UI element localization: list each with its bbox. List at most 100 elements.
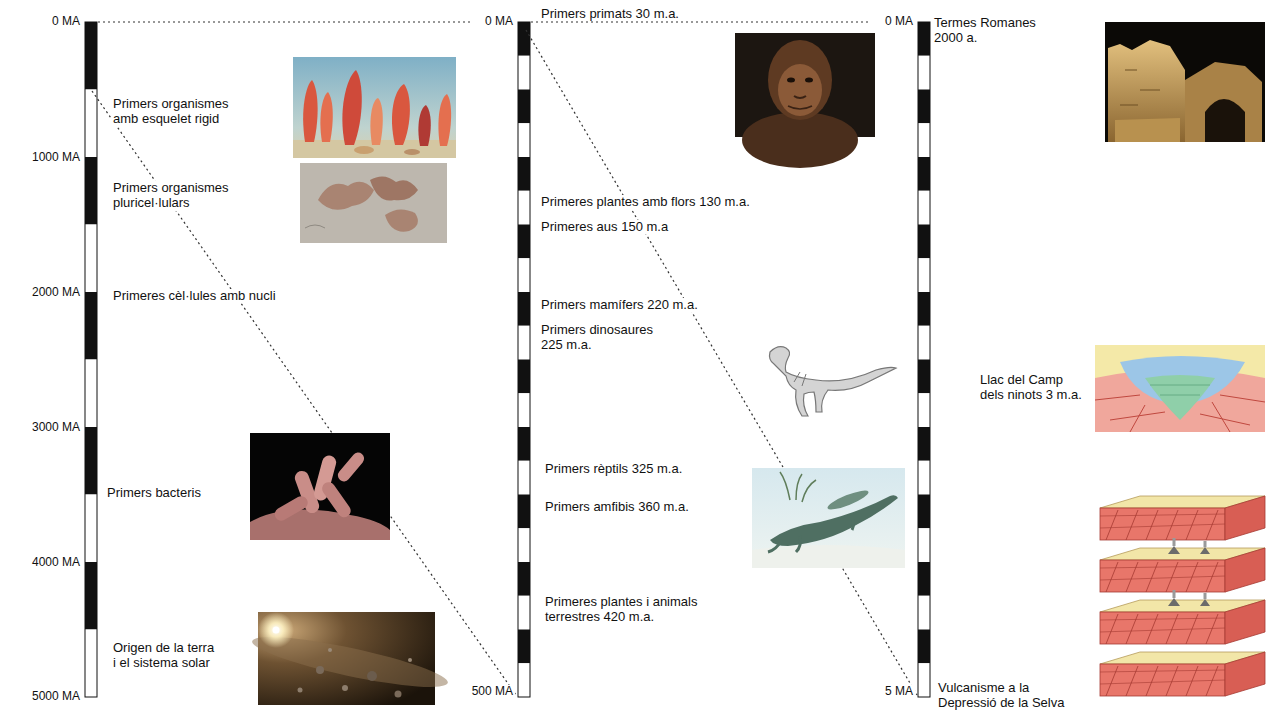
- event-label: Primers primats 30 m.a.: [539, 7, 681, 22]
- scale-segment: [85, 427, 97, 495]
- scale-segment: [518, 495, 530, 529]
- roman-baths-image-part: [1185, 62, 1262, 142]
- scale-segment: [518, 360, 530, 394]
- zoom-guide-lines-part: [531, 21, 870, 22]
- scale-segment: [518, 123, 530, 157]
- scale-segment: [518, 292, 530, 326]
- scale-segment: [518, 326, 530, 360]
- scale-segment: [918, 90, 930, 124]
- zoom-guide-lines-part: [526, 30, 917, 695]
- scale-segment: [518, 225, 530, 259]
- scale-segment: [518, 191, 530, 225]
- ediacaran-scene-part: [418, 105, 430, 146]
- bacteria-image-part: [250, 509, 390, 540]
- scale-segment: [518, 90, 530, 124]
- event-label: Vulcanisme a la Depressió de la Selva: [936, 681, 1070, 711]
- block-diagram-part: [1168, 598, 1210, 606]
- event-label: Llac del Camp dels ninots 3 m.a.: [978, 373, 1088, 403]
- event-label: Primers rèptils 325 m.a.: [543, 462, 684, 477]
- scale-segment: [918, 663, 930, 697]
- dinosaur-image-part: [770, 347, 897, 416]
- primate-image-part: [768, 40, 832, 120]
- scale-segment: [518, 562, 530, 596]
- scale-segment: [85, 630, 97, 698]
- solar-system-image-part: [342, 685, 348, 691]
- scale-segment: [918, 596, 930, 630]
- roman-baths-image-part: [1120, 70, 1160, 105]
- ediacaran-scene-part: [303, 80, 317, 142]
- zoom-guide-lines-part: [98, 21, 470, 22]
- event-label: Primeres cèl·lules amb nucli: [111, 289, 278, 304]
- scale-segment: [85, 292, 97, 360]
- scale-tick-label: 0 MA: [483, 15, 515, 29]
- fossil-slab-part: [385, 209, 418, 231]
- lake-section-image-part: [1150, 385, 1210, 395]
- scale-segment: [518, 596, 530, 630]
- scale-segment: [918, 22, 930, 56]
- block-diagram-part: [1100, 560, 1225, 592]
- scale-segment: [918, 393, 930, 427]
- scale-tick-label: 2000 MA: [30, 286, 82, 300]
- ediacaran-scene-part: [354, 146, 374, 154]
- block-diagram-part: [1225, 496, 1265, 540]
- scale-segment: [85, 90, 97, 158]
- solar-system-image-part: [273, 627, 280, 634]
- scale-bar: [518, 22, 530, 697]
- block-diagram: [1100, 538, 1265, 592]
- event-label: Primeres plantes amb flors 130 m.a.: [539, 195, 752, 210]
- block-diagram-part: [1100, 566, 1225, 580]
- fossil-slab-part: [370, 176, 418, 200]
- scale-segment: [85, 225, 97, 293]
- block-diagram-part: [1225, 548, 1265, 592]
- zoom-guide-lines-part: [92, 91, 516, 695]
- scale-outline: [918, 22, 930, 697]
- solar-system-image: [249, 612, 450, 705]
- ediacaran-scene-part: [404, 149, 420, 155]
- scale-segment: [918, 123, 930, 157]
- lake-section-image-part: [1095, 345, 1265, 432]
- block-diagram-part: [1174, 590, 1205, 599]
- event-label: Primers bacteris: [105, 486, 203, 501]
- scale-segment: [918, 258, 930, 292]
- bacteria-image: [250, 433, 390, 540]
- ediacaran-scene: [293, 57, 456, 158]
- scale-segment: [85, 157, 97, 225]
- event-label: Primers mamífers 220 m.a.: [539, 298, 700, 313]
- block-diagram-part: [1225, 600, 1265, 644]
- scale-tick-label: 5 MA: [883, 685, 915, 699]
- solar-system-image-part: [408, 658, 412, 662]
- block-diagram-part: [1100, 670, 1225, 684]
- block-diagram-part: [1168, 546, 1210, 554]
- bacteria-image-part: [335, 450, 366, 484]
- scale-tick-label: 3000 MA: [30, 421, 82, 435]
- primate-image-part: [778, 64, 822, 116]
- amphibian-image-part: [768, 516, 854, 552]
- ediacaran-scene-part: [342, 70, 361, 145]
- volcanism-blocks: [1100, 496, 1265, 696]
- scale-segment: [85, 562, 97, 630]
- lake-section-image-part: [1095, 395, 1265, 432]
- event-label: Primeres plantes i animals terrestres 42…: [543, 595, 717, 625]
- event-label: Primers organismes amb esquelet rigid: [111, 97, 245, 127]
- time-scale-bars: [85, 22, 930, 697]
- scale-segment: [518, 528, 530, 562]
- solar-system-image-part: [328, 648, 332, 652]
- solar-system-image-part: [367, 671, 377, 681]
- amphibian-image-part: [752, 468, 905, 568]
- block-diagram-part: [1100, 514, 1225, 528]
- roman-baths-image-part: [1115, 118, 1180, 142]
- scale-tick-label: 0 MA: [883, 15, 915, 29]
- block-diagram-part: [1100, 664, 1225, 696]
- scale-segment: [918, 461, 930, 495]
- scale-tick-label: 0 MA: [50, 15, 82, 29]
- scale-segment: [518, 630, 530, 664]
- scale-segment: [918, 495, 930, 529]
- roman-baths-image-part: [1108, 40, 1185, 142]
- scale-segment: [918, 427, 930, 461]
- scale-segment: [918, 630, 930, 664]
- scale-segment: [518, 427, 530, 461]
- scale-segment: [518, 258, 530, 292]
- scale-tick-label: 4000 MA: [30, 556, 82, 570]
- bacteria-image-part: [272, 494, 310, 523]
